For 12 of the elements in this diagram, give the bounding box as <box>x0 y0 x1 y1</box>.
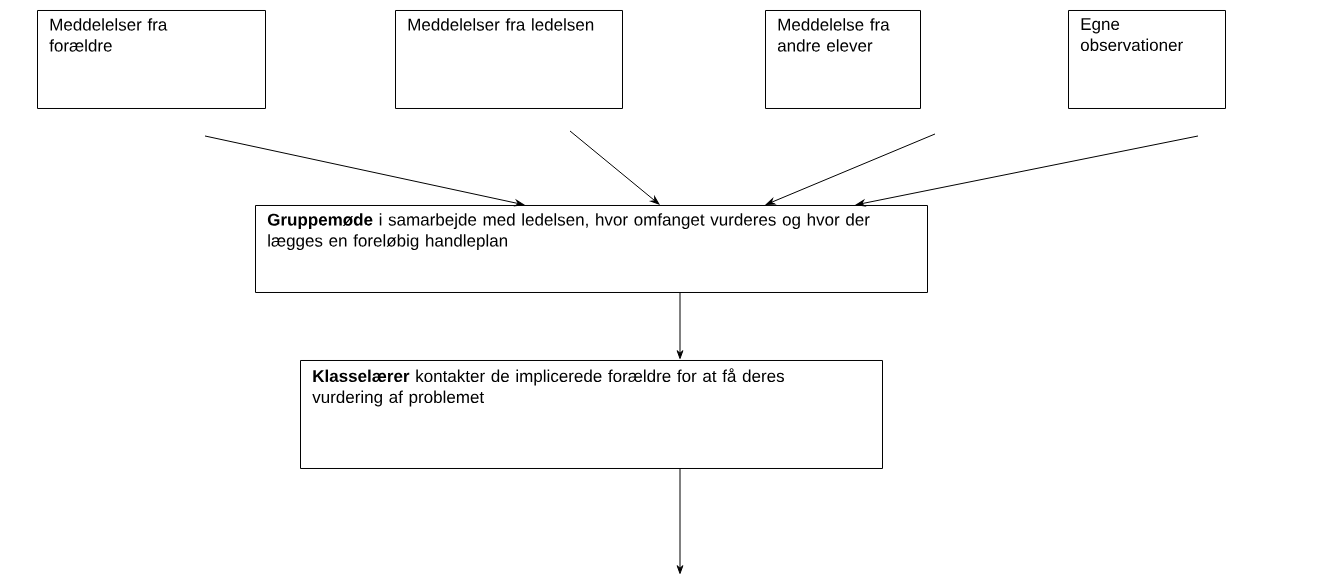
arrow <box>855 135 1199 207</box>
process-box: Gruppemøde i samarbejde med ledelsen, hvor omfanget vurderes og hvor der lægges en foreløbig handleplan <box>255 205 928 293</box>
arrow <box>765 133 936 205</box>
arrow <box>569 130 660 205</box>
process-box: Klasselærer kontakter de implicerede forældre for at få deres vurdering af problemet <box>300 360 883 469</box>
process-box: Meddelelser fra ledelsen <box>395 10 623 109</box>
arrow <box>676 292 684 360</box>
process-box: Meddelelse fra andre elever <box>765 10 921 109</box>
arrow <box>204 135 525 207</box>
process-box: Meddelelser fra forældre <box>37 10 266 109</box>
process-box: Egne observationer <box>1068 10 1226 109</box>
arrow <box>676 468 684 575</box>
